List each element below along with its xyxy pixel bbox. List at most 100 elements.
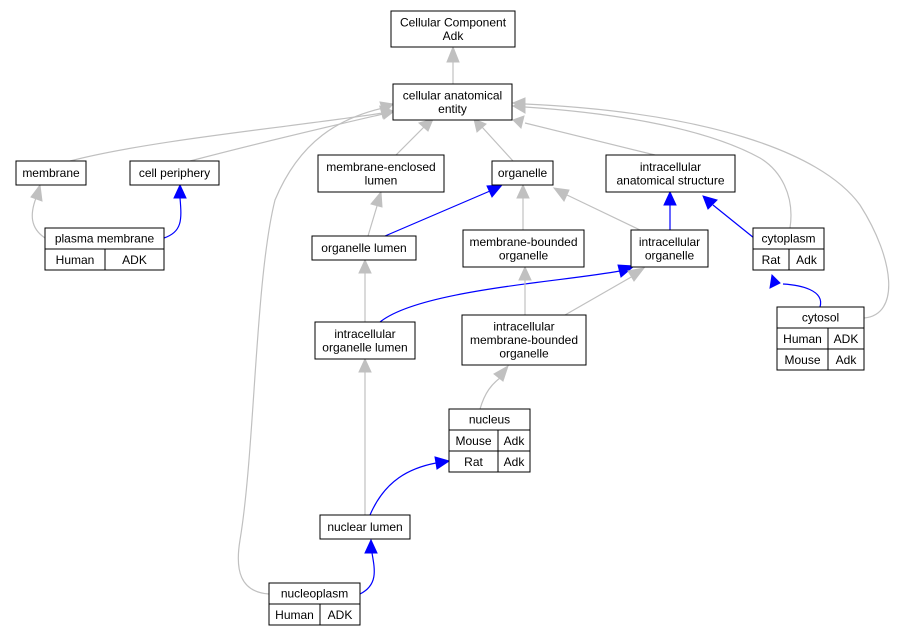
arrowhead-icon xyxy=(358,357,372,373)
arrowhead-icon xyxy=(358,258,372,274)
gene-cell: Adk xyxy=(497,429,531,452)
node-label: organelle xyxy=(498,166,548,180)
node-label: Cellular Component xyxy=(400,15,507,29)
edge-line xyxy=(566,194,641,231)
node-nuclear-lumen[interactable]: nuclear lumen xyxy=(319,514,411,540)
annotation-cell-text: ADK xyxy=(122,253,147,267)
edge-io-to-organelle xyxy=(552,187,641,231)
edge-nucleoplasm-to-nuclear-lumen xyxy=(359,538,378,595)
arrowhead-icon xyxy=(769,273,781,289)
edge-mbo-to-organelle xyxy=(516,183,530,230)
arrowhead-icon xyxy=(627,267,646,282)
edge-line xyxy=(367,205,378,237)
node-box xyxy=(15,160,87,186)
node-label: nucleoplasm xyxy=(281,587,348,601)
node-label: membrane xyxy=(22,166,80,180)
annotation-cell-bg xyxy=(104,248,165,271)
annotation-cell-text: ADK xyxy=(834,332,859,346)
node-label: organelle xyxy=(645,248,695,262)
node-cell-periphery[interactable]: cell periphery xyxy=(129,160,220,186)
species-cell: Rat xyxy=(752,248,790,271)
annotation-cell-bg xyxy=(497,450,531,473)
gene-cell: Adk xyxy=(827,348,865,371)
node-label: plasma membrane xyxy=(55,232,155,246)
arrowhead-icon xyxy=(370,190,383,208)
node-label: membrane-bounded xyxy=(469,235,577,249)
node-box xyxy=(461,314,587,366)
node-organelle[interactable]: organelle xyxy=(491,160,554,186)
annotation-cell-text: Mouse xyxy=(455,434,491,448)
edge-line xyxy=(369,462,437,516)
node-box xyxy=(317,154,445,193)
edge-membrane-to-cae xyxy=(69,105,395,162)
edge-nuclear-lumen-to-iol xyxy=(358,357,372,515)
edge-nuclear-lumen-to-nucleus xyxy=(369,456,451,516)
node-box xyxy=(392,83,513,121)
node-label: cytoplasm xyxy=(761,232,815,246)
species-cell: Human xyxy=(268,603,321,626)
node-box xyxy=(319,514,411,540)
node-label: cytosol xyxy=(802,311,839,325)
gene-cell: ADK xyxy=(827,327,865,350)
edge-io-to-ias xyxy=(663,190,677,230)
node-label: intracellular xyxy=(640,160,701,174)
edge-line xyxy=(479,377,501,410)
arrowhead-icon xyxy=(516,183,530,199)
node-label: intracellular xyxy=(493,320,554,334)
node-label: anatomical structure xyxy=(616,173,724,187)
annotation-cell-bg xyxy=(827,348,865,371)
node-label: Adk xyxy=(443,29,465,43)
arrowhead-icon xyxy=(518,265,532,281)
arrowhead-icon xyxy=(379,101,394,115)
node-box xyxy=(311,235,417,261)
gene-cell: ADK xyxy=(104,248,165,271)
node-label: lumen xyxy=(365,173,398,187)
edge-line xyxy=(395,126,425,156)
edge-organelle-lumen-to-organelle xyxy=(384,184,504,237)
species-cell: Mouse xyxy=(448,429,499,452)
edge-iol-to-io xyxy=(379,264,636,323)
node-box xyxy=(129,160,220,186)
node-organelle-lumen[interactable]: organelle lumen xyxy=(311,235,417,261)
edge-line xyxy=(524,103,890,319)
species-cell: Human xyxy=(44,248,106,271)
arrowhead-icon xyxy=(30,183,43,202)
annotation-cell-text: Human xyxy=(783,332,822,346)
node-box xyxy=(605,154,736,193)
node-box xyxy=(390,10,516,48)
species-cell: Rat xyxy=(448,450,499,473)
node-label: nucleus xyxy=(469,413,510,427)
edge-organelle-to-cae xyxy=(473,118,514,162)
arrowhead-icon xyxy=(493,364,509,382)
annotation-cell-text: Human xyxy=(56,253,95,267)
edge-ias-to-cae xyxy=(512,115,656,156)
edge-line xyxy=(524,106,792,229)
node-label: cell periphery xyxy=(139,166,210,180)
arrowhead-icon xyxy=(473,118,487,133)
node-box xyxy=(630,229,709,268)
edge-cell-periphery-to-cae xyxy=(189,106,395,162)
arrowhead-icon xyxy=(446,45,460,63)
arrowhead-icon xyxy=(552,187,570,202)
edge-cytoplasm-to-ias xyxy=(702,195,755,239)
edge-line xyxy=(359,552,375,595)
edge-line xyxy=(69,112,384,162)
gene-cell: ADK xyxy=(319,603,361,626)
arrowhead-icon xyxy=(417,118,434,132)
node-membrane[interactable]: membrane xyxy=(15,160,87,186)
